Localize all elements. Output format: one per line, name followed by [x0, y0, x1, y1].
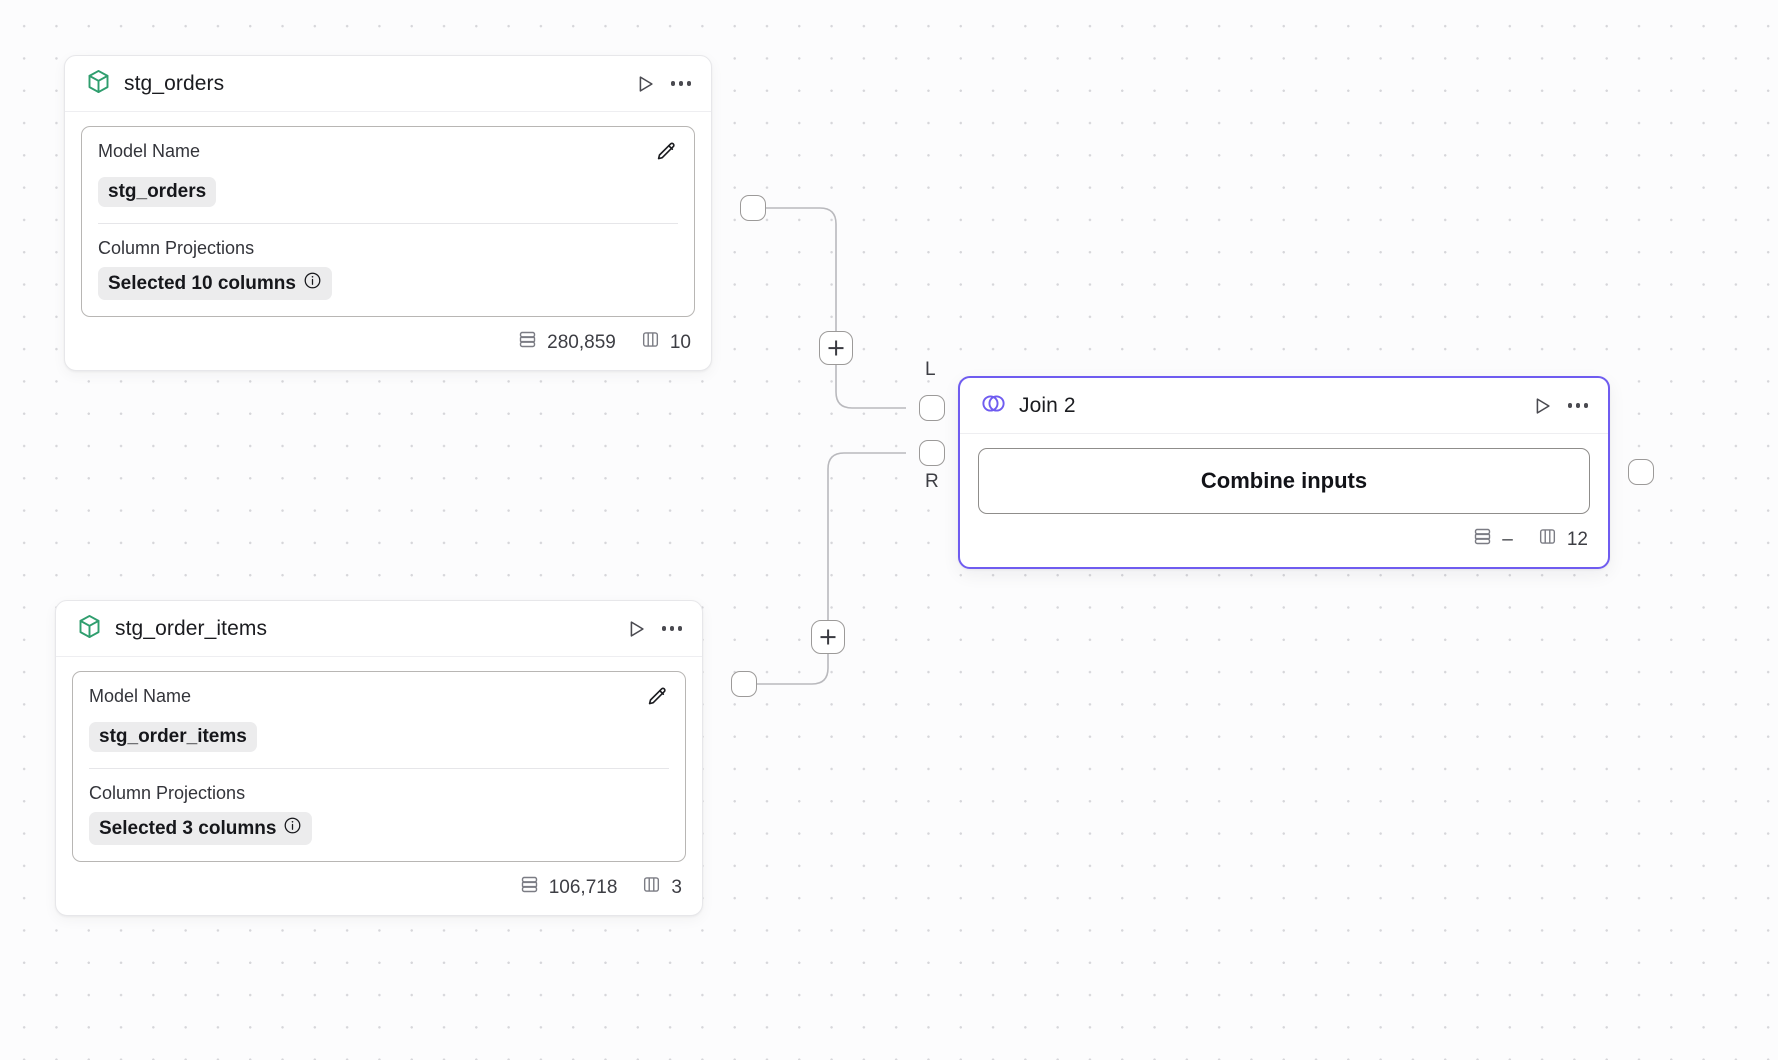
node-header[interactable]: stg_orders	[65, 56, 711, 112]
input-port-right[interactable]	[919, 440, 945, 466]
column-projections-label: Column Projections	[89, 783, 246, 803]
node-title: stg_orders	[124, 71, 225, 95]
add-node-button-top[interactable]	[819, 331, 853, 365]
input-port-left[interactable]	[919, 395, 945, 421]
field-divider	[98, 223, 678, 224]
column-count-value: 10	[669, 331, 691, 353]
model-config-box: Model Name stg_orders Column Projections…	[81, 126, 695, 317]
model-name-label: Model Name	[98, 141, 201, 161]
column-count-value: 12	[1566, 528, 1588, 550]
model-config-box: Model Name stg_order_items Column Projec…	[72, 671, 686, 862]
output-port-join-2[interactable]	[1628, 459, 1654, 485]
node-header[interactable]: stg_order_items	[56, 601, 702, 657]
node-join-2[interactable]: Join 2 Combine inputs	[958, 376, 1610, 569]
column-projections-value[interactable]: Selected 3 columns	[89, 812, 313, 845]
column-projections-row: Column Projections Selected 3 columns	[89, 783, 669, 845]
model-name-value[interactable]: stg_order_items	[89, 722, 257, 752]
column-count-stat: 3	[641, 874, 682, 901]
add-node-button-bottom[interactable]	[811, 620, 845, 654]
column-count-value: 3	[671, 876, 682, 898]
venn-join-icon	[980, 390, 1007, 422]
node-footer-stats: 280,859 10	[65, 317, 711, 370]
rows-icon	[517, 329, 538, 356]
node-body: Model Name stg_order_items Column Projec…	[56, 657, 702, 862]
node-header[interactable]: Join 2	[960, 378, 1608, 434]
column-projections-label: Column Projections	[98, 238, 255, 258]
model-name-value[interactable]: stg_orders	[98, 177, 217, 207]
node-stg-orders[interactable]: stg_orders Model Name	[64, 55, 712, 371]
info-icon[interactable]	[283, 816, 302, 841]
model-name-label: Model Name	[89, 686, 192, 706]
row-count-value: 280,859	[547, 331, 616, 353]
column-count-stat: 12	[1537, 526, 1588, 553]
edge-orders-to-join-left	[753, 207, 906, 409]
more-options-icon[interactable]	[670, 81, 691, 86]
columns-icon	[1537, 526, 1558, 553]
columns-icon	[640, 329, 661, 356]
output-port-stg-order-items[interactable]	[731, 671, 757, 697]
row-count-stat: 106,718	[519, 874, 618, 901]
column-projections-value[interactable]: Selected 10 columns	[98, 267, 332, 300]
combine-inputs-button[interactable]: Combine inputs	[978, 448, 1590, 514]
row-count-value: 106,718	[548, 876, 618, 898]
input-port-left-label: L	[925, 359, 936, 380]
field-divider	[89, 768, 669, 769]
column-projections-text: Selected 3 columns	[99, 817, 277, 839]
node-stg-order-items[interactable]: stg_order_items Model Name	[55, 600, 703, 916]
row-count-value: –	[1502, 528, 1513, 550]
cube-icon	[85, 68, 112, 100]
model-name-row: Model Name	[98, 141, 678, 169]
edit-pencil-icon[interactable]	[654, 140, 678, 169]
run-icon[interactable]	[1528, 392, 1556, 420]
more-options-icon[interactable]	[1567, 403, 1588, 408]
run-icon[interactable]	[631, 70, 659, 98]
row-count-stat: 280,859	[517, 329, 616, 356]
input-port-right-label: R	[925, 471, 939, 492]
model-name-row: Model Name	[89, 686, 669, 714]
cube-icon	[76, 613, 103, 645]
row-count-stat: –	[1472, 526, 1513, 553]
edit-pencil-icon[interactable]	[645, 685, 669, 714]
node-title: stg_order_items	[115, 616, 268, 640]
rows-icon	[1472, 526, 1493, 553]
more-options-icon[interactable]	[661, 626, 682, 631]
node-footer-stats: 106,718 3	[56, 862, 702, 915]
node-footer-stats: – 12	[960, 514, 1608, 567]
output-port-stg-orders[interactable]	[740, 195, 766, 221]
run-icon[interactable]	[622, 615, 650, 643]
node-title: Join 2	[1019, 393, 1076, 417]
column-count-stat: 10	[640, 329, 691, 356]
column-projections-text: Selected 10 columns	[108, 272, 296, 294]
info-icon[interactable]	[303, 271, 322, 296]
column-projections-row: Column Projections Selected 10 columns	[98, 238, 678, 300]
columns-icon	[641, 874, 662, 901]
rows-icon	[519, 874, 540, 901]
node-body: Model Name stg_orders Column Projections…	[65, 112, 711, 317]
